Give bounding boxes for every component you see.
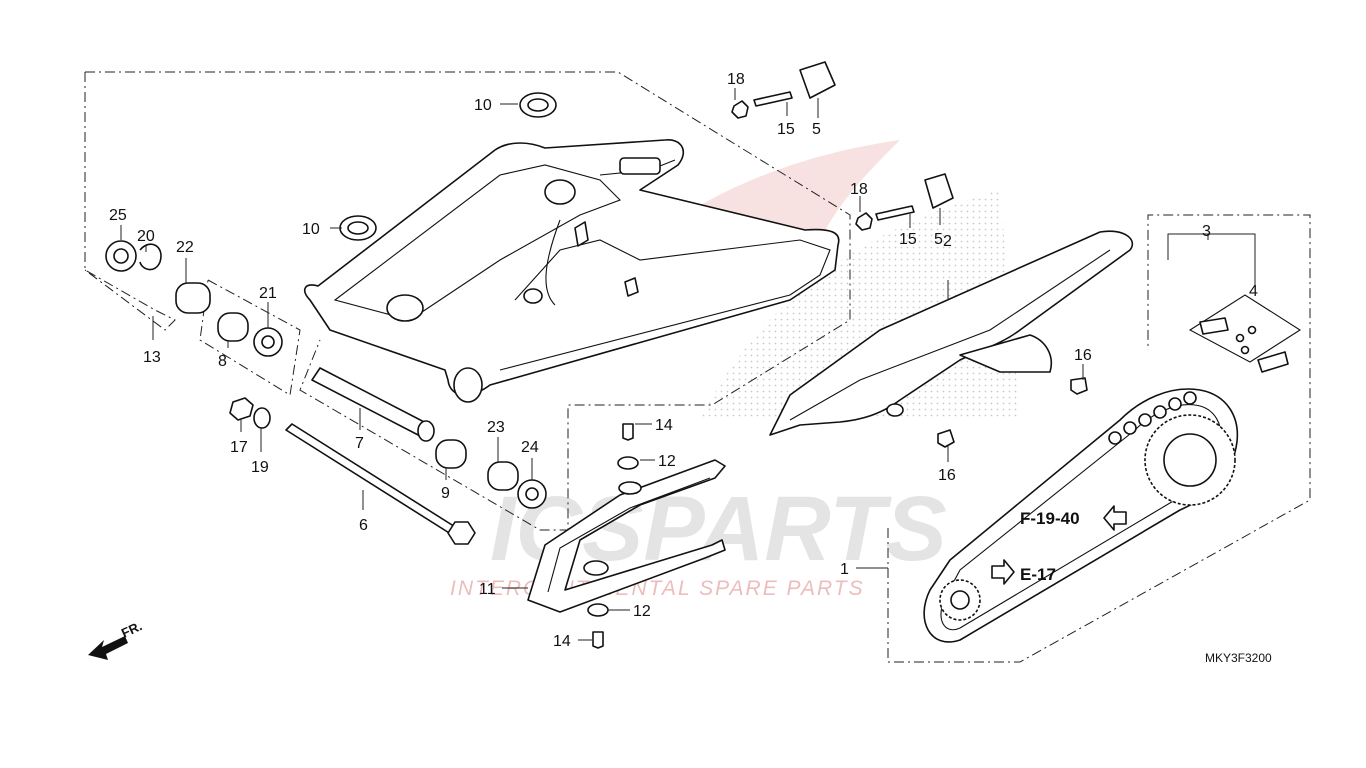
callout-8[interactable]: 8 xyxy=(218,353,227,370)
callout-4[interactable]: 4 xyxy=(1249,283,1258,300)
callout-2[interactable]: 2 xyxy=(943,233,952,250)
callout-21[interactable]: 21 xyxy=(259,285,277,302)
callout-10[interactable]: 10 xyxy=(474,97,492,114)
callout-6[interactable]: 6 xyxy=(359,517,368,534)
callout-11[interactable]: 11 xyxy=(479,581,496,598)
drive-chain xyxy=(923,388,1239,643)
callout-5[interactable]: 5 xyxy=(934,231,943,248)
callout-15[interactable]: 15 xyxy=(899,231,917,248)
reference-f-19-40[interactable]: F-19-40 xyxy=(1020,505,1127,531)
callout-1[interactable]: 1 xyxy=(840,561,849,578)
callout-9[interactable]: 9 xyxy=(441,485,450,502)
callout-22[interactable]: 22 xyxy=(176,239,194,256)
master-link-set xyxy=(1188,294,1302,373)
chain-case xyxy=(769,230,1134,436)
callouts: 10 10 25 20 22 21 8 13 7 6 9 23 24 17 19… xyxy=(109,71,1258,650)
callout-12[interactable]: 12 xyxy=(658,453,676,470)
callout-24[interactable]: 24 xyxy=(521,439,539,456)
leader-lines xyxy=(120,88,1256,641)
arrow-left-icon xyxy=(1103,505,1127,531)
callout-10[interactable]: 10 xyxy=(302,221,320,238)
callout-14[interactable]: 14 xyxy=(655,417,673,434)
callout-18[interactable]: 18 xyxy=(727,71,745,88)
callout-16[interactable]: 16 xyxy=(938,467,956,484)
diagram-code: MKY3F3200 xyxy=(1205,651,1272,665)
callout-5[interactable]: 5 xyxy=(812,121,821,138)
arrow-right-icon xyxy=(991,559,1015,585)
ref-e-17-label[interactable]: E-17 xyxy=(1020,565,1056,584)
callout-20[interactable]: 20 xyxy=(137,228,155,245)
chain-slider xyxy=(527,459,726,613)
callout-19[interactable]: 19 xyxy=(251,459,269,476)
callout-12[interactable]: 12 xyxy=(633,603,651,620)
swingarm xyxy=(303,139,840,403)
small-parts xyxy=(105,61,1088,649)
front-arrow: FR. xyxy=(88,618,144,660)
callout-13[interactable]: 13 xyxy=(143,349,161,366)
callout-17[interactable]: 17 xyxy=(230,439,248,456)
front-label: FR. xyxy=(119,618,144,640)
callout-7[interactable]: 7 xyxy=(355,435,364,452)
chain-links xyxy=(1108,391,1197,445)
callout-23[interactable]: 23 xyxy=(487,419,505,436)
assembly-boundaries xyxy=(84,71,1311,663)
callout-16[interactable]: 16 xyxy=(1074,347,1092,364)
reference-e-17[interactable]: E-17 xyxy=(991,559,1056,585)
callout-15[interactable]: 15 xyxy=(777,121,795,138)
ref-f-19-40-label[interactable]: F-19-40 xyxy=(1020,509,1080,528)
callout-3[interactable]: 3 xyxy=(1202,223,1211,240)
callout-14[interactable]: 14 xyxy=(553,633,571,650)
callout-18[interactable]: 18 xyxy=(850,181,868,198)
callout-25[interactable]: 25 xyxy=(109,207,127,224)
